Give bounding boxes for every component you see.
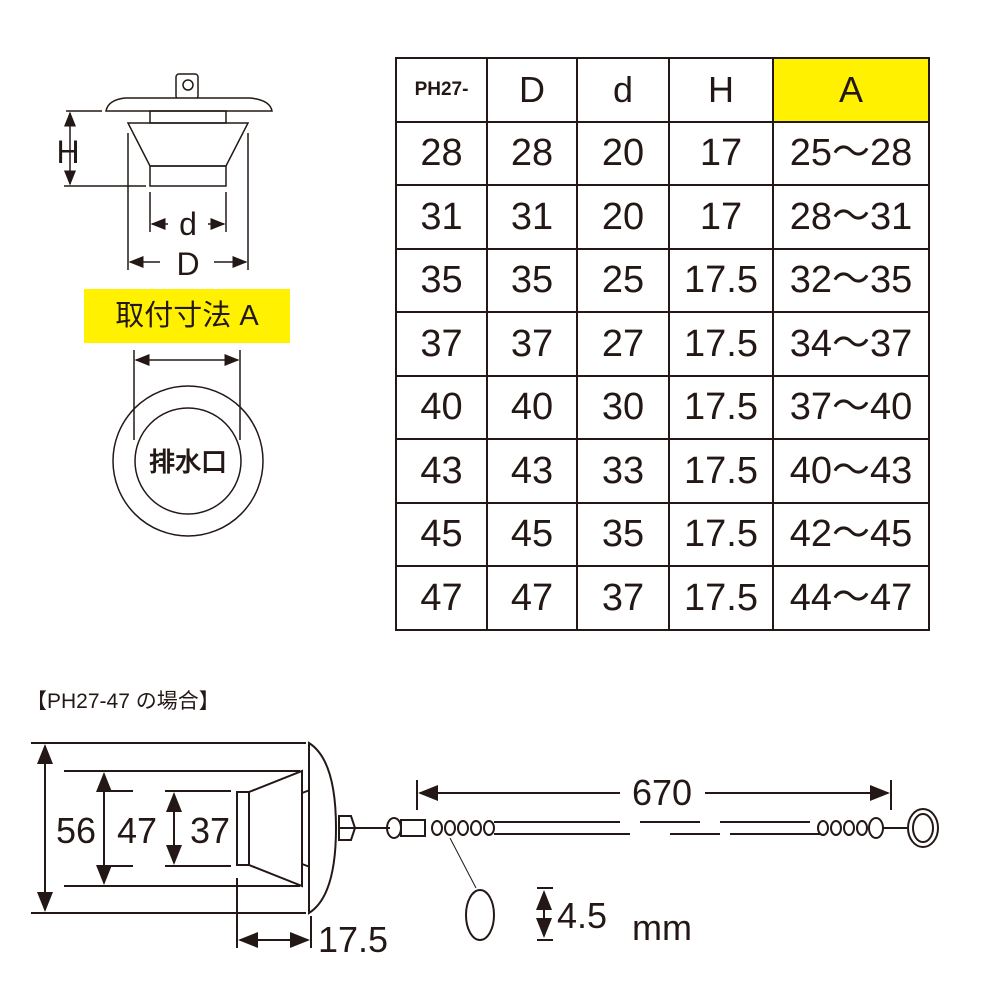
dim-h-label: H [56,134,79,170]
table-cell: 17.5 [668,311,774,377]
case-label: 【PH27-47 の場合】 [26,690,220,713]
table-cell: 42～45 [772,501,930,567]
table-cell: 43 [395,438,488,504]
table-cell: 25 [576,247,670,313]
header-a: A [772,57,930,123]
table-cell: 34～37 [772,311,930,377]
table-cell: 17.5 [668,374,774,440]
dim-37-label: 37 [190,810,230,851]
header-d-small: d [576,57,670,123]
table-cell: 17.5 [668,501,774,567]
stopper-detail-view [31,741,939,948]
table-cell: 32～35 [772,247,930,313]
dim-d-large-label: D [176,246,199,282]
table-cell: 28 [395,120,488,186]
stopper-side-view [64,73,273,270]
table-cell: 28～31 [772,184,930,250]
table-cell: 44～47 [772,565,930,631]
mount-dimension-label: 取付寸法 A [84,289,290,343]
table-cell: 20 [576,184,670,250]
table-cell: 17 [668,184,774,250]
header-h: H [668,57,774,123]
table-cell: 37～40 [772,374,930,440]
table-cell: 30 [576,374,670,440]
drain-top-view [112,350,264,537]
table-cell: 35 [576,501,670,567]
table-cell: 45 [395,501,488,567]
table-cell: 43 [486,438,578,504]
header-model: PH27- [395,57,488,123]
unit-label: mm [632,907,692,948]
table-cell: 20 [576,120,670,186]
dim-17-5-label: 17.5 [318,919,388,960]
table-cell: 31 [395,184,488,250]
table-header-row: PH27- D d H A [395,57,930,123]
table-cell: 40～43 [772,438,930,504]
dim-56-label: 56 [56,810,96,851]
table-cell: 40 [395,374,488,440]
table-cell: 17 [668,120,774,186]
table-cell: 37 [395,311,488,377]
table-cell: 17.5 [668,438,774,504]
table-cell: 31 [486,184,578,250]
table-cell: 37 [486,311,578,377]
chain-length-label: 670 [632,772,692,813]
table-cell: 45 [486,501,578,567]
drain-label: 排水口 [149,447,227,477]
table-cell: 28 [486,120,578,186]
dim-47-label: 47 [117,810,157,851]
table-cell: 25～28 [772,120,930,186]
header-d-large: D [486,57,578,123]
dim-d-small-label: d [179,206,197,242]
table-cell: 47 [486,565,578,631]
table-cell: 47 [395,565,488,631]
table-cell: 37 [576,565,670,631]
table-cell: 35 [395,247,488,313]
table-cell: 35 [486,247,578,313]
table-cell: 27 [576,311,670,377]
ball-size-label: 4.5 [557,895,607,936]
table-cell: 17.5 [668,565,774,631]
table-cell: 40 [486,374,578,440]
table-cell: 17.5 [668,247,774,313]
table-cell: 33 [576,438,670,504]
